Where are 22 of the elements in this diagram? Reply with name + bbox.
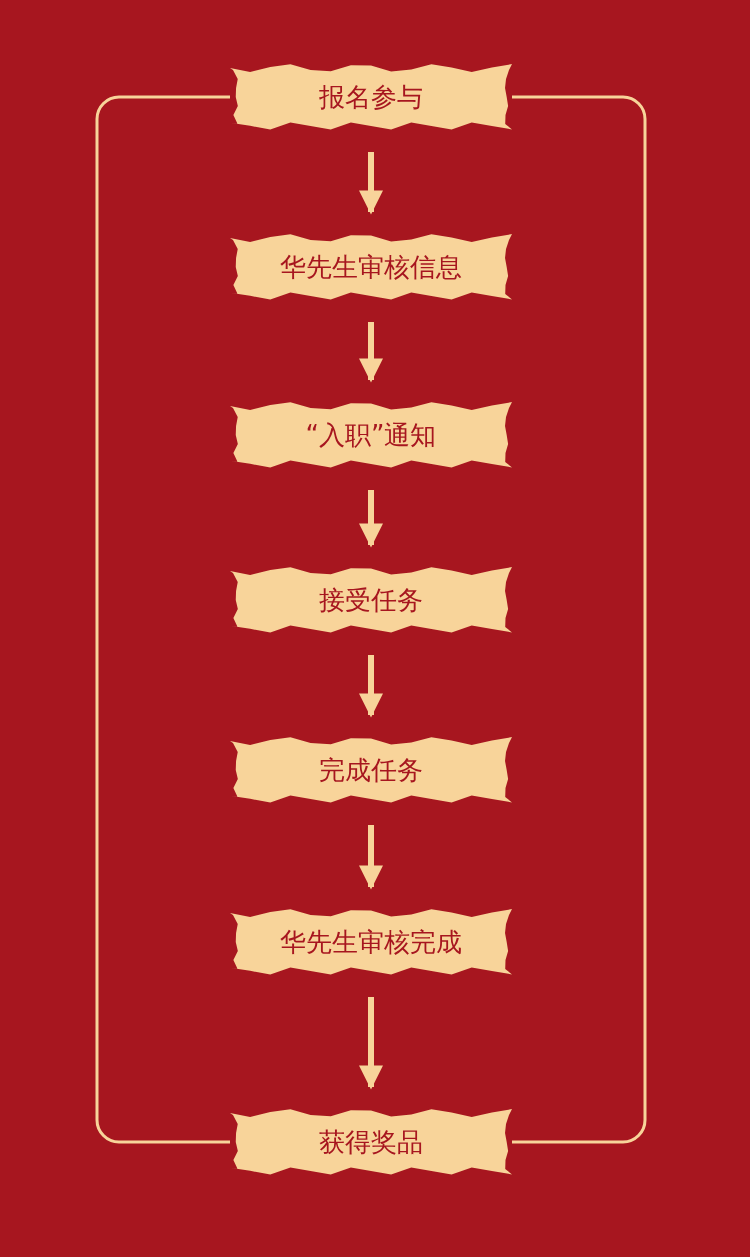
brush-stroke-box (230, 400, 512, 470)
arrow (359, 655, 383, 718)
arrow (359, 152, 383, 215)
connector-line (512, 95, 647, 1144)
brush-stroke-box (230, 735, 512, 805)
arrow (359, 322, 383, 383)
arrow (359, 490, 383, 548)
arrow (359, 997, 383, 1090)
step-label: 完成任务 (319, 753, 423, 787)
connector-line (95, 95, 230, 1144)
step-label: 获得奖品 (319, 1125, 423, 1159)
step-label: 报名参与 (319, 80, 423, 114)
step-label: 华先生审核信息 (280, 250, 462, 284)
brush-stroke-box (230, 565, 512, 635)
step-label: “入职”通知 (305, 418, 437, 452)
brush-stroke-box (230, 1107, 512, 1177)
brush-stroke-box (230, 62, 512, 132)
arrow (359, 825, 383, 890)
brush-stroke-box (230, 232, 512, 302)
step-label: 华先生审核完成 (280, 925, 462, 959)
brush-stroke-box (230, 907, 512, 977)
step-label: 接受任务 (319, 583, 423, 617)
